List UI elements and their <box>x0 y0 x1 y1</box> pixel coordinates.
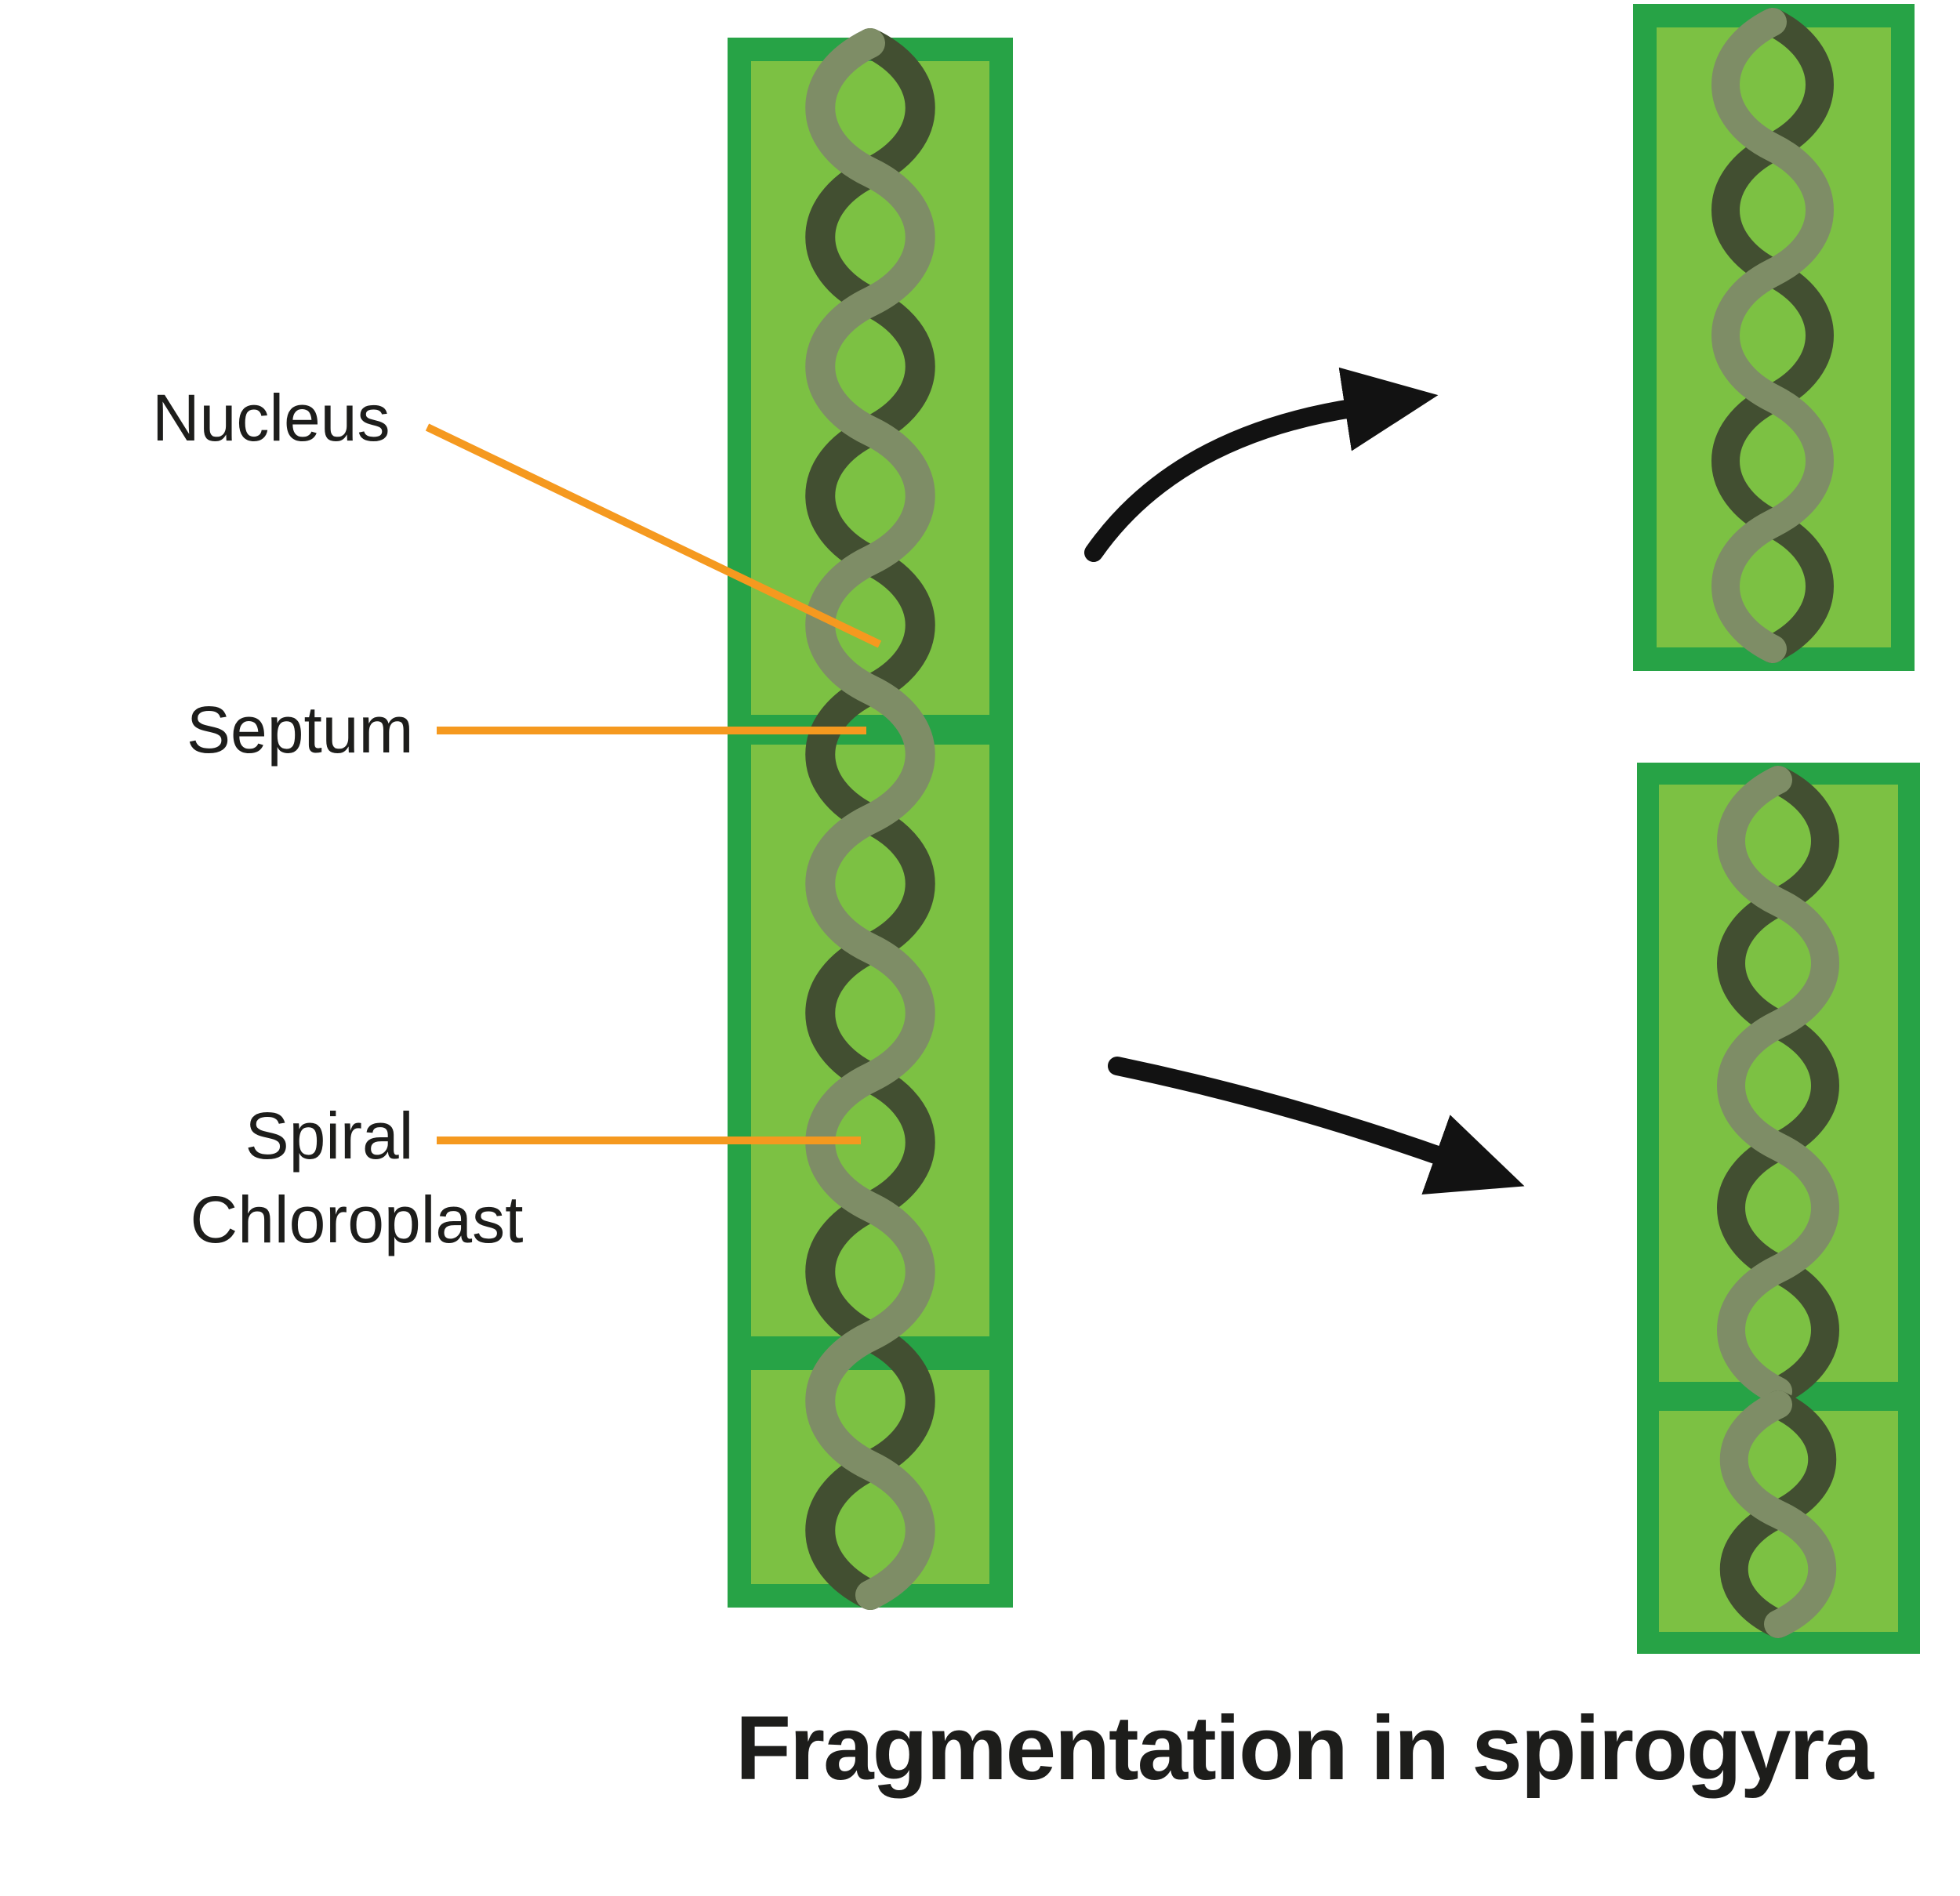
fragment-bottom-strand-dark <box>1717 766 1839 1405</box>
septum-label: Septum <box>187 693 414 767</box>
fragment-top-strand-light <box>1711 8 1834 663</box>
fragment-top-strand-dark <box>1711 8 1834 663</box>
spiral-chloroplast-label-line1: Spiral <box>245 1099 414 1173</box>
fragmentation-arrow-bottom <box>1108 1057 1525 1195</box>
main-filament-chloroplast-strand-light <box>805 28 935 1610</box>
fragmentation-arrow-top <box>1084 367 1439 562</box>
spiral-chloroplast-label-line2: Chloroplast <box>191 1183 524 1256</box>
fragment-bottom <box>1637 763 1920 1654</box>
fragment-bottom-small-cell-strand-light <box>1719 1390 1837 1638</box>
diagram-title: Fragmentation in spirogyra <box>735 1697 1875 1799</box>
nucleus-leader-line <box>425 423 882 648</box>
nucleus-label: Nucleus <box>152 381 390 455</box>
main-filament-cell-2 <box>751 745 989 1336</box>
fragment-bottom-cell-1 <box>1659 785 1898 1382</box>
fragment-top <box>1633 4 1915 671</box>
fragment-bottom-strand-light <box>1717 766 1839 1405</box>
fragment-top-cell <box>1657 27 1891 647</box>
main-filament <box>728 28 1013 1610</box>
